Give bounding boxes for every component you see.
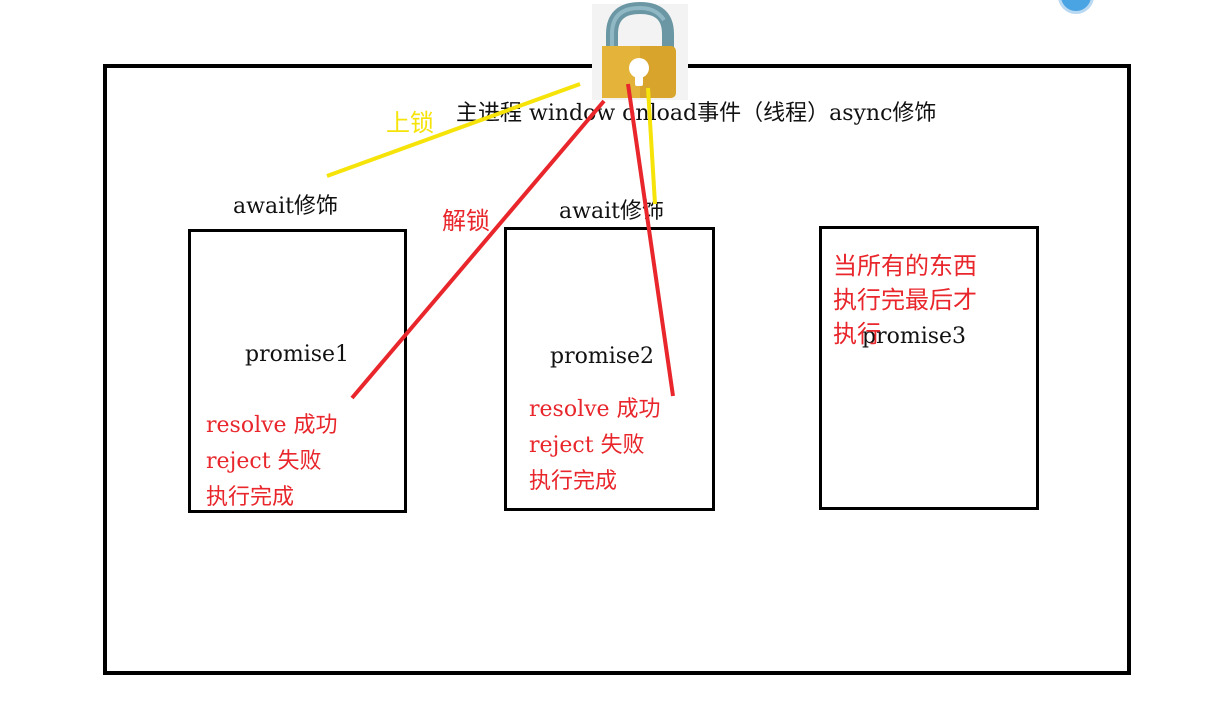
promise3-note-line3: 执行 (833, 320, 881, 348)
promise1-done-note: 执行完成 (206, 485, 295, 510)
promise1-notes: resolve 成功 reject 失败 执行完成 (206, 408, 338, 516)
promise1-label: promise1 (245, 342, 350, 367)
await-label-1: await修饰 (233, 194, 338, 219)
promise3-notes: 当所有的东西 执行完最后才 执行 (833, 249, 977, 351)
unlock-label: 解锁 (442, 207, 490, 235)
promise3-note-line1: 当所有的东西 (833, 252, 977, 280)
promise1-resolve-note: resolve 成功 (206, 413, 338, 438)
promise2-reject-note: reject 失败 (529, 433, 645, 458)
promise2-label: promise2 (550, 344, 655, 369)
main-process-label: 主进程 window onload事件（线程）async修饰 (456, 101, 937, 126)
await-label-2: await修饰 (559, 199, 664, 224)
corner-circle-icon (1058, 0, 1094, 14)
promise3-note-line2: 执行完最后才 (833, 286, 977, 314)
promise3-box (819, 226, 1039, 510)
promise2-notes: resolve 成功 reject 失败 执行完成 (529, 392, 661, 500)
promise2-done-note: 执行完成 (529, 469, 618, 494)
promise1-reject-note: reject 失败 (206, 449, 322, 474)
promise3-label: promise3 (862, 324, 967, 349)
promise2-resolve-note: resolve 成功 (529, 397, 661, 422)
lock-background (592, 4, 688, 100)
lock-label: 上锁 (386, 109, 434, 137)
